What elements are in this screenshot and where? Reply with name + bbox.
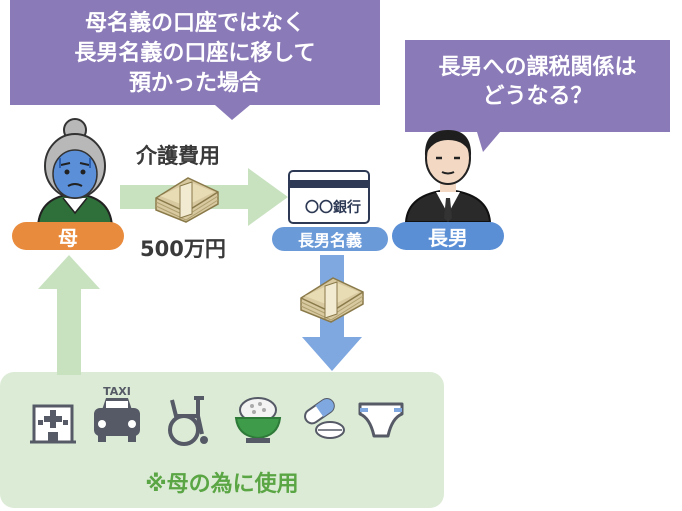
mother-label: 母	[12, 222, 124, 250]
taxi-sign-text: TAXI	[103, 385, 131, 398]
amount-label: 500万円	[140, 237, 226, 261]
right-callout-line-1: 長男への課税関係は	[438, 55, 637, 80]
meal-bowl-icon	[232, 392, 284, 446]
money-stack-icon-2	[297, 270, 367, 325]
right-callout-line-2: どうなる？	[482, 84, 593, 109]
usage-to-mother-arrow	[38, 255, 100, 375]
usage-note: ※母の為に使用	[145, 472, 299, 497]
usage-box	[0, 372, 444, 508]
son-account-label: 長男名義	[272, 227, 388, 251]
money-stack-icon	[152, 170, 222, 225]
son-figure	[400, 118, 496, 223]
bank-name: 〇〇銀行	[305, 200, 361, 216]
hospital-icon	[28, 398, 78, 444]
left-callout-line-3: 預かった場合	[128, 71, 261, 96]
taxi-icon	[90, 390, 144, 446]
left-callout-line-1: 母名義の口座ではなく	[84, 11, 305, 36]
wheelchair-icon	[158, 392, 214, 448]
son-label: 長男	[392, 222, 504, 250]
bank-card	[288, 170, 370, 224]
medicine-capsule-icon	[300, 396, 348, 442]
left-callout	[0, 0, 380, 120]
right-callout	[405, 40, 675, 155]
son-label-text: 長男	[428, 225, 468, 250]
mother-label-text: 母	[58, 225, 78, 250]
care-cost-label: 介護費用	[136, 144, 220, 168]
son-account-label-text: 長男名義	[297, 231, 362, 250]
diaper-icon	[356, 398, 406, 442]
left-callout-line-2: 長男名義の口座に移して	[74, 41, 316, 66]
mother-figure	[30, 118, 120, 228]
